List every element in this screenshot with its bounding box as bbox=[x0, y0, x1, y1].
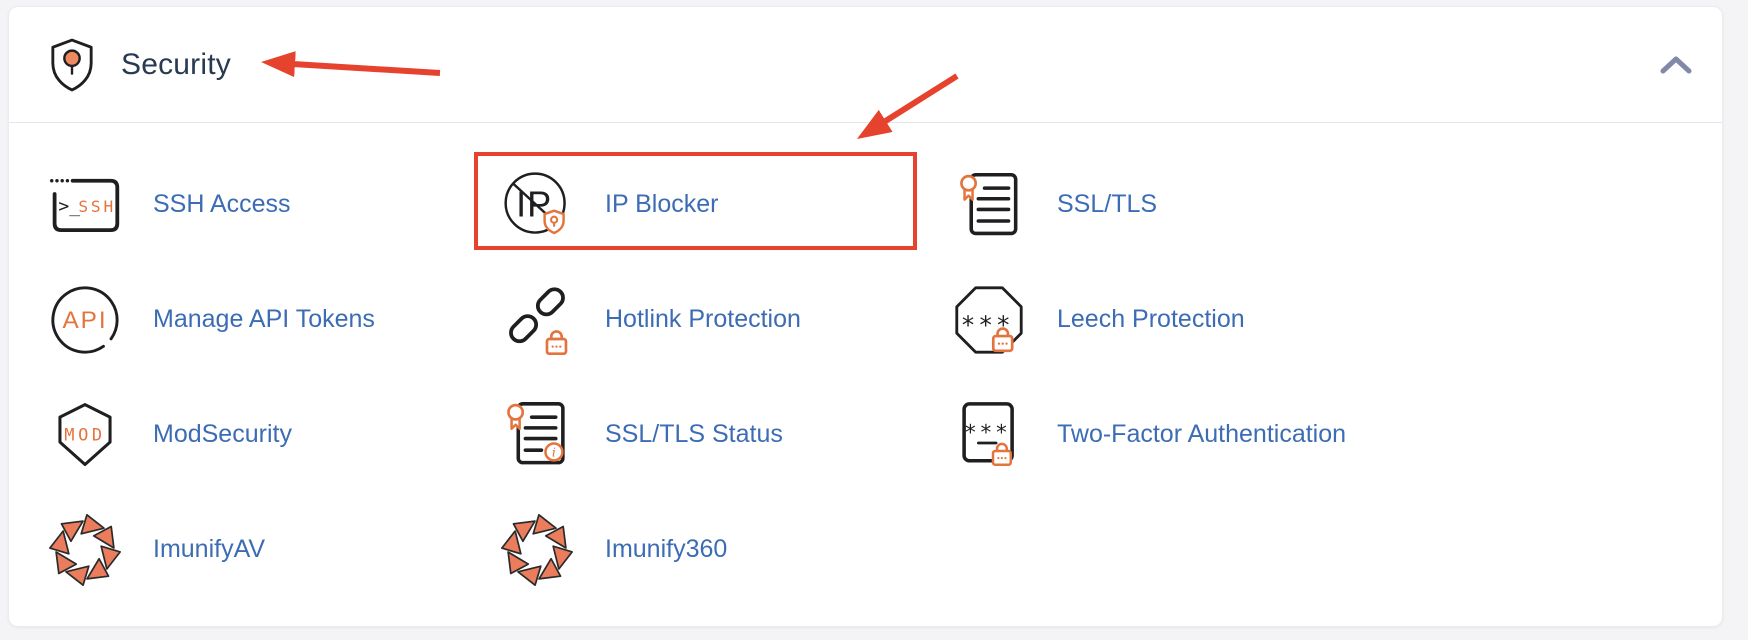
ssh-prompt-glyph: >_ bbox=[58, 196, 80, 217]
tool-label[interactable]: IP Blocker bbox=[605, 190, 719, 218]
api-text-glyph: API bbox=[62, 306, 107, 333]
ssh-text-glyph: SSH bbox=[78, 197, 116, 216]
asterisks-glyph: *** bbox=[964, 420, 1011, 445]
tool-label[interactable]: Imunify360 bbox=[605, 535, 728, 563]
tool-label[interactable]: ModSecurity bbox=[153, 420, 292, 448]
tool-ssl-tls[interactable]: SSL/TLS bbox=[947, 147, 1722, 262]
ribbon-badge bbox=[507, 403, 525, 430]
security-panel-header: Security bbox=[9, 7, 1722, 123]
asterisks-glyph: *** bbox=[961, 310, 1014, 339]
tool-imunifyav[interactable]: ImunifyAV bbox=[43, 492, 495, 607]
tool-hotlink-protection[interactable]: Hotlink Protection bbox=[495, 262, 947, 377]
tool-imunify360[interactable]: Imunify360 bbox=[495, 492, 947, 607]
chevron-up-icon bbox=[1660, 56, 1692, 73]
info-badge: i bbox=[544, 441, 564, 462]
security-panel: Security >_ SSH SSH bbox=[8, 6, 1723, 627]
certificate-document-icon bbox=[947, 171, 1031, 239]
broken-link-lock-icon bbox=[495, 281, 579, 359]
lock-badge bbox=[991, 442, 1013, 466]
collapse-section-button[interactable] bbox=[1660, 54, 1692, 76]
tool-ip-blocker[interactable]: IP IP Blocker bbox=[495, 147, 947, 262]
tool-label[interactable]: Leech Protection bbox=[1057, 305, 1245, 333]
password-octagon-lock-icon: *** bbox=[947, 284, 1031, 356]
ip-blocked-circle-icon: IP bbox=[495, 167, 579, 243]
tool-modsecurity[interactable]: MOD ModSecurity bbox=[43, 377, 495, 492]
imunify-pinwheel-icon bbox=[43, 511, 127, 588]
tool-manage-api-tokens[interactable]: API Manage API Tokens bbox=[43, 262, 495, 377]
tool-two-factor-authentication[interactable]: *** Two-Factor Authentication bbox=[947, 377, 1722, 492]
tool-ssh-access[interactable]: >_ SSH SSH Access bbox=[43, 147, 495, 262]
mod-text-glyph: MOD bbox=[64, 425, 105, 445]
lock-badge bbox=[991, 326, 1014, 352]
password-card-lock-icon: *** bbox=[947, 400, 1031, 470]
tool-ssl-tls-status[interactable]: i SSL/TLS Status bbox=[495, 377, 947, 492]
tool-label[interactable]: Hotlink Protection bbox=[605, 305, 801, 333]
tool-label[interactable]: SSH Access bbox=[153, 190, 291, 218]
lock-badge bbox=[545, 329, 568, 355]
security-shield-icon bbox=[51, 38, 93, 91]
tool-label[interactable]: ImunifyAV bbox=[153, 535, 266, 563]
tool-label[interactable]: Two-Factor Authentication bbox=[1057, 420, 1347, 448]
mod-shield-icon: MOD bbox=[43, 400, 127, 470]
empty-grid-cell bbox=[947, 492, 1722, 607]
tool-label[interactable]: SSL/TLS Status bbox=[605, 420, 783, 448]
ribbon-badge bbox=[960, 174, 977, 201]
tool-label[interactable]: Manage API Tokens bbox=[153, 305, 375, 333]
api-circle-icon: API bbox=[43, 283, 127, 357]
certificate-info-icon: i bbox=[495, 400, 579, 470]
imunify-pinwheel-icon bbox=[495, 511, 579, 588]
section-title: Security bbox=[121, 47, 231, 81]
security-tools-grid: >_ SSH SSH Access IP bbox=[43, 147, 1722, 607]
tool-leech-protection[interactable]: *** Leech Protection bbox=[947, 262, 1722, 377]
info-i-glyph: i bbox=[552, 444, 556, 459]
tool-label[interactable]: SSL/TLS bbox=[1057, 190, 1158, 218]
ssh-terminal-icon: >_ SSH bbox=[43, 173, 127, 236]
shield-pin-badge bbox=[543, 208, 565, 234]
